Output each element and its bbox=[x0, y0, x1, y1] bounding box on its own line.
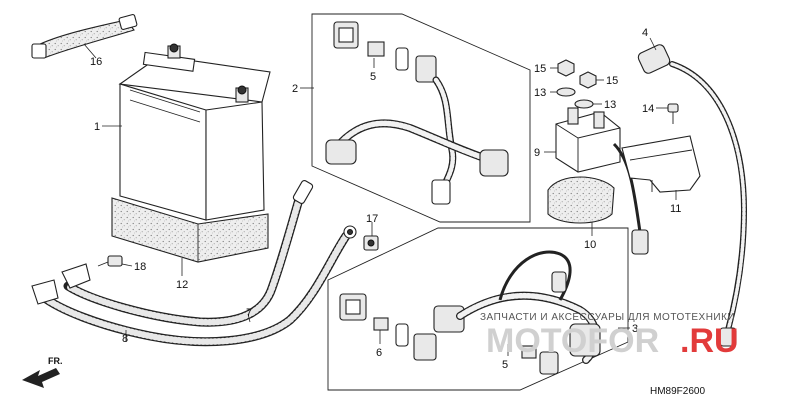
part-number-8: 8 bbox=[122, 333, 128, 345]
battery-cable-7 bbox=[61, 180, 314, 327]
washer-13-right bbox=[574, 99, 594, 109]
starter-relay bbox=[555, 107, 649, 255]
part-number-13a: 13 bbox=[534, 87, 546, 99]
part-number-6: 6 bbox=[376, 347, 382, 359]
part-number-15a: 15 bbox=[534, 63, 546, 75]
part-number-11: 11 bbox=[670, 203, 681, 215]
battery-pad bbox=[111, 197, 269, 263]
part-number-14: 14 bbox=[642, 103, 654, 115]
harness-2-frame bbox=[311, 13, 531, 223]
part-number-5b: 5 bbox=[502, 359, 508, 371]
nut-15-right bbox=[579, 71, 597, 89]
front-direction-label: FR. bbox=[48, 356, 63, 366]
watermark-tagline: ЗАПЧАСТИ И АКСЕССУАРЫ ДЛЯ МОТОТЕХНИКИ bbox=[480, 312, 735, 323]
part-number-3: 3 bbox=[632, 323, 638, 335]
harness-3 bbox=[339, 250, 601, 375]
watermark-logo-suffix: .RU bbox=[680, 322, 739, 360]
harness-2 bbox=[325, 21, 509, 205]
bolt-17 bbox=[363, 235, 379, 251]
nut-15-left bbox=[557, 59, 575, 77]
watermark-logo: MOTOFOR bbox=[486, 322, 659, 360]
part-number-7: 7 bbox=[246, 307, 252, 319]
battery-strap bbox=[31, 14, 138, 59]
part-number-16: 16 bbox=[90, 56, 102, 68]
bolt-18 bbox=[97, 255, 123, 267]
washer-13-left bbox=[556, 87, 576, 97]
relay-bracket bbox=[621, 135, 701, 193]
diagram-code: HM89F2600 bbox=[650, 386, 705, 397]
battery bbox=[118, 43, 271, 221]
part-number-13b: 13 bbox=[604, 99, 616, 111]
part-number-15b: 15 bbox=[606, 75, 618, 87]
front-direction-arrow: FR. bbox=[22, 356, 63, 388]
part-number-10: 10 bbox=[584, 239, 596, 251]
part-number-2: 2 bbox=[292, 83, 298, 95]
part-number-9: 9 bbox=[534, 147, 540, 159]
part-number-17: 17 bbox=[366, 213, 378, 225]
part-number-5a: 5 bbox=[370, 71, 376, 83]
part-number-1: 1 bbox=[94, 121, 100, 133]
starter-cable-4 bbox=[637, 44, 748, 347]
screw-14 bbox=[667, 103, 679, 124]
battery-cable-8 bbox=[31, 225, 357, 347]
harness-3-frame bbox=[327, 227, 629, 391]
relay-cover bbox=[547, 176, 615, 224]
part-number-12: 12 bbox=[176, 279, 188, 291]
part-number-18: 18 bbox=[134, 261, 146, 273]
part-number-4: 4 bbox=[642, 27, 648, 39]
